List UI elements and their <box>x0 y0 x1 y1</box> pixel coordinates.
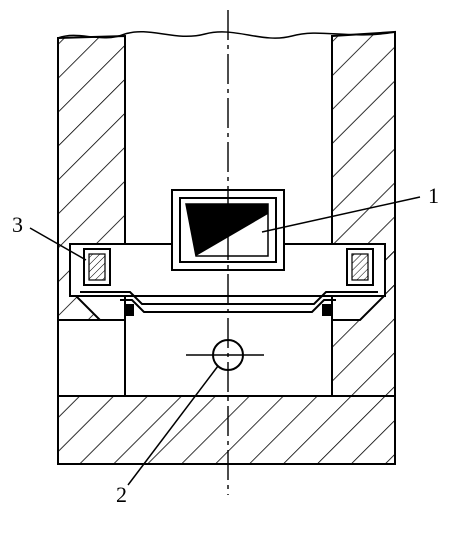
coil-spring-left <box>83 248 111 286</box>
seal-lip-right <box>322 304 332 316</box>
callout-label-3: 3 <box>12 212 23 237</box>
callout-label-1: 1 <box>428 183 439 208</box>
leader-line-2 <box>127 365 219 486</box>
leader-line-1 <box>261 196 421 233</box>
callout-label-2: 2 <box>116 482 127 507</box>
seal-lip-left <box>124 304 134 316</box>
left-lower-block <box>57 319 126 397</box>
leader-line-3 <box>29 227 87 261</box>
coil-spring-right <box>346 248 374 286</box>
bottom-plate <box>57 395 396 465</box>
right-groove-backing <box>360 244 395 320</box>
